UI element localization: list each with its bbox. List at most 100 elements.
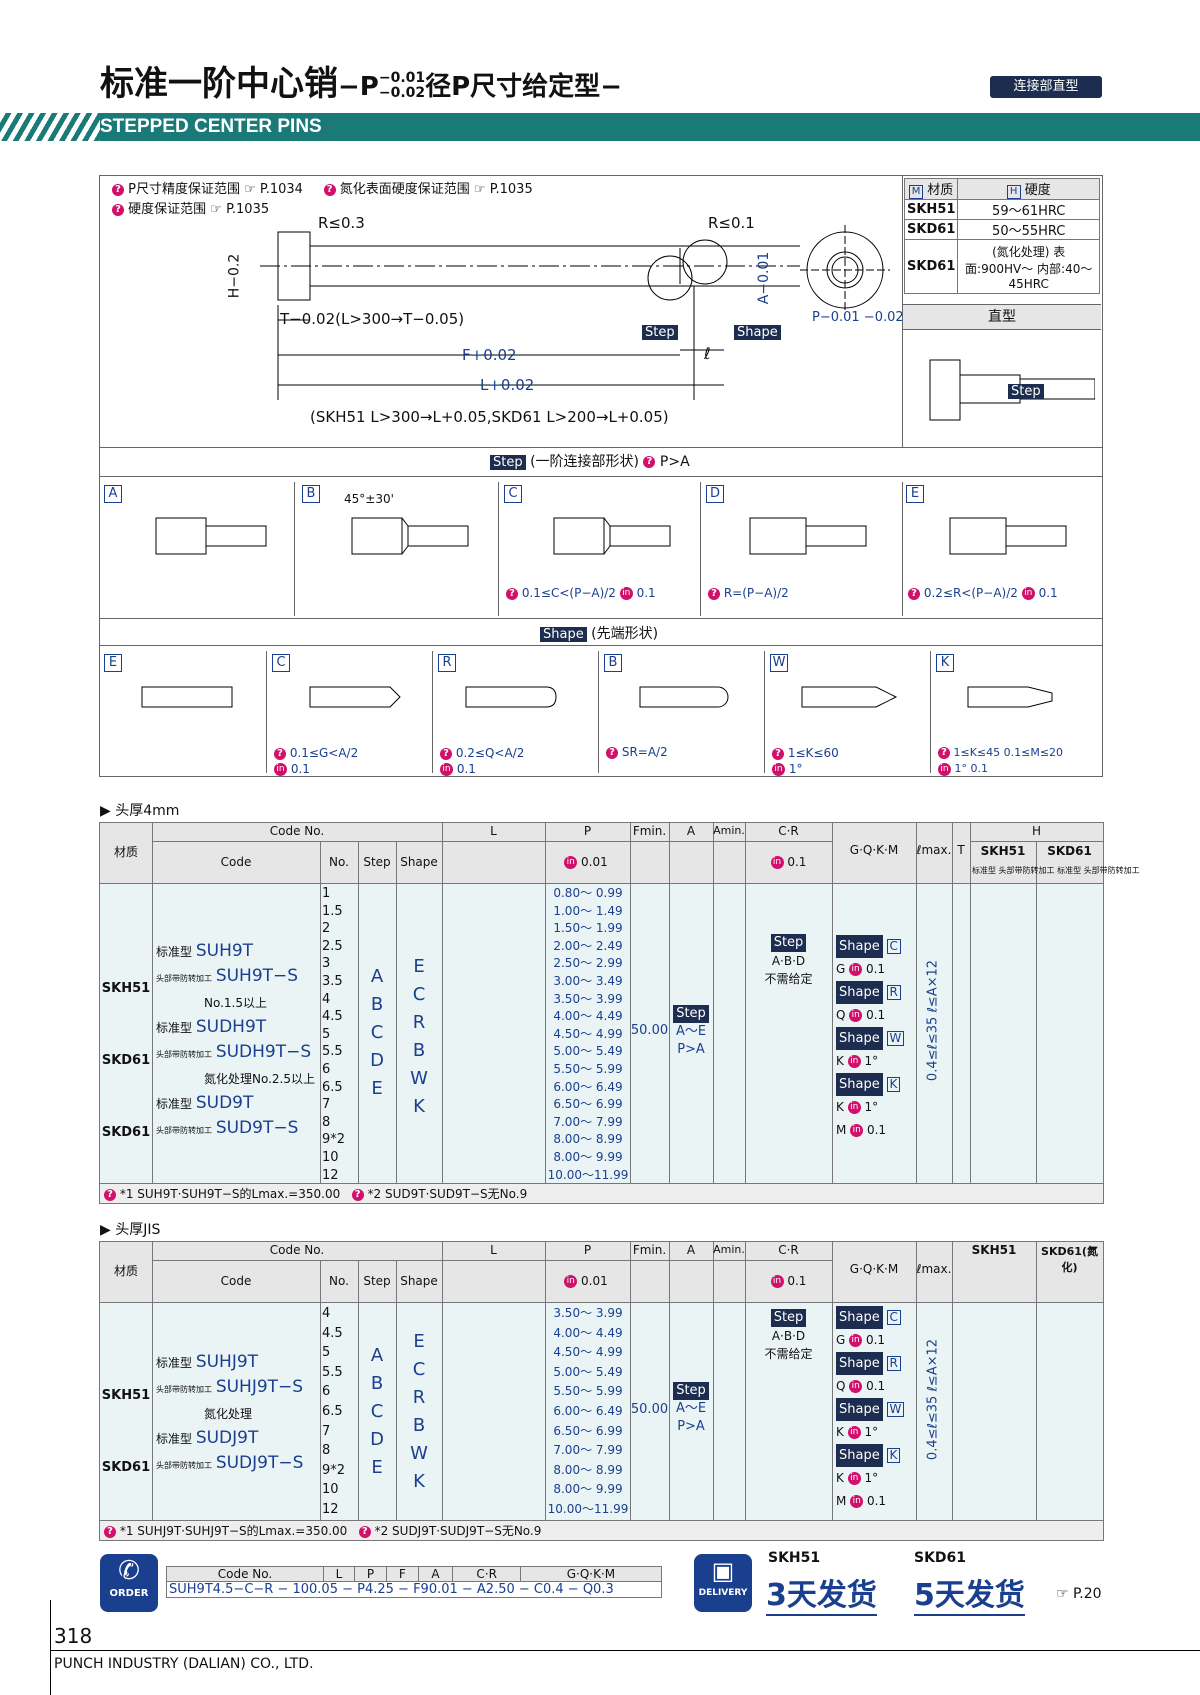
no-cell: 5.5 — [322, 1364, 343, 1380]
col-shape: Shape — [400, 855, 438, 869]
shape-tag: Shape — [836, 1073, 883, 1096]
delivery-badge: ▣ DELIVERY — [694, 1554, 752, 1612]
t-label: T−0.02(L>300→T−0.05) — [280, 310, 465, 328]
step-item-e: E ? 0.2≤R<(P−A)/2 in 0.1 — [906, 482, 1098, 616]
table1: 材质 Code No. Code No. Step Shape L P in 0… — [99, 822, 1140, 1204]
material-cell: SKD61 — [101, 1125, 151, 1140]
col-a: A — [686, 824, 696, 838]
footer-rule — [50, 1600, 51, 1695]
title-en: STEPPED CENTER PINS — [100, 116, 322, 137]
no-cell: 12 — [322, 1501, 339, 1517]
fmin-value: 50.00 — [630, 1023, 669, 1038]
a-step-range: A〜E — [675, 1024, 707, 1039]
pin-drawing — [260, 231, 800, 400]
code-name: SUDH9T — [195, 1017, 267, 1037]
shape-tag: Shape — [836, 1352, 883, 1375]
h-label: H−0.2 — [226, 253, 243, 299]
shape-tag: Shape — [836, 935, 883, 958]
shape-note: 1≤K≤60 — [787, 746, 839, 760]
step-tag-drawing: Step — [642, 321, 678, 340]
h-anti: 头部带防转加工 — [1083, 866, 1140, 875]
shape-section-label: (先端形状) — [591, 626, 659, 642]
footnote: *2 SUDJ9T·SUDJ9T−S无No.9 — [374, 1524, 542, 1538]
code-type: No.1.5以上 — [204, 996, 268, 1010]
mat-header: M 材质 — [903, 178, 959, 200]
col-lmax: ℓmax. — [916, 1262, 952, 1276]
shape-note: SR=A/2 — [621, 745, 668, 759]
no-cell: 7 — [322, 1423, 331, 1439]
col-step: Step — [363, 1274, 391, 1288]
order-badge: ✆ ORDER — [100, 1554, 158, 1612]
p-cell: 4.50〜 4.99 — [553, 1026, 623, 1041]
col-code-no: Code No. — [269, 1243, 325, 1257]
no-cell: 6 — [322, 1384, 331, 1400]
hard-cell: (氮化处理) 表面:900HV〜 内部:40〜45HRC — [957, 239, 1100, 294]
l-label: L+0.02 — [480, 376, 535, 394]
col-p: P — [583, 824, 592, 838]
code-name: SUH9T — [195, 941, 254, 961]
no-cell: 6.5 — [322, 1079, 343, 1095]
col-gqkm: G·Q·K·M — [849, 843, 899, 857]
col-material: 材质 — [113, 1264, 138, 1278]
p-cell: 2.50〜 2.99 — [553, 956, 623, 971]
p-cell: 6.50〜 6.99 — [553, 1097, 623, 1112]
p-cell: 3.50〜 3.99 — [553, 1306, 623, 1320]
code-type: 标准型 — [156, 1021, 193, 1035]
step-tag: Step — [770, 934, 807, 952]
order-header-cell: P — [353, 1566, 388, 1582]
no-cell: 4.5 — [322, 1009, 343, 1025]
shape-sub: 1° — [788, 762, 803, 776]
col-h-skh51: SKH51 — [971, 1243, 1017, 1257]
step-tag: Step — [642, 325, 678, 340]
order-label: ORDER — [109, 1588, 149, 1599]
col-fmin: Fmin. — [632, 824, 667, 838]
h-std: 标准型 — [972, 866, 996, 875]
p-cell: 4.00〜 4.49 — [553, 1325, 623, 1340]
table2: 材质 Code No. Code No. Step Shape L P in 0… — [99, 1241, 1104, 1541]
col-step: Step — [363, 855, 391, 869]
no-cell: 6 — [322, 1061, 331, 1077]
order-header-cell: C·R — [452, 1566, 521, 1582]
footnote: *2 SUD9T·SUD9T−S无No.9 — [367, 1187, 528, 1201]
step-item-c: C ? 0.1≤C<(P−A)/2 in 0.1 — [504, 482, 701, 616]
step-section-label: (一阶连接部形状) — [530, 454, 639, 470]
no-cell: 7 — [322, 1097, 331, 1113]
shape-sub: 0.1 — [456, 762, 476, 776]
step-sub: 0.1 — [1038, 586, 1058, 600]
p-cell: 10.00〜11.99 — [547, 1501, 629, 1516]
a-label: A−0.01 — [756, 251, 773, 305]
note-ref: P.1035 — [226, 202, 270, 217]
col-h: H — [1031, 824, 1042, 838]
hard-cell: 50〜55HRC — [957, 219, 1100, 240]
table1-footnotes: ? *1 SUH9T·SUH9T−S的Lmax.=350.00 ? *2 SUD… — [104, 1185, 527, 1202]
note-nitride: 氮化表面硬度保证范围 — [339, 182, 470, 197]
shape-item-e: E — [104, 651, 267, 773]
r-head-label: R≤0.3 — [318, 214, 365, 232]
shape-sub: 0.1 — [290, 762, 310, 776]
step-item-b: B 45°±30' — [302, 482, 499, 616]
hard-header: H 硬度 — [957, 178, 1100, 200]
no-cell: 1 — [322, 886, 331, 901]
shape-sub: 1° 0.1 — [954, 762, 989, 775]
delivery-5days: 5天发货 — [914, 1570, 1025, 1616]
shape-tag: Shape — [540, 627, 587, 642]
no-cell: 4.5 — [322, 1325, 343, 1341]
page-number: 318 — [54, 1624, 93, 1648]
pin-end-view — [800, 225, 890, 315]
col-lmax: ℓmax. — [916, 843, 952, 857]
p-cell: 4.00〜 4.49 — [553, 1009, 623, 1024]
code-type: 头部带防转加工 — [156, 1385, 212, 1394]
shape-tag: Shape — [734, 325, 781, 340]
no-cell: 2 — [322, 921, 331, 937]
title-bar — [0, 113, 1200, 141]
order-header-cell: G·Q·K·M — [519, 1566, 663, 1582]
col-fmin: Fmin. — [632, 1243, 667, 1257]
col-h-skd61: SKD61 — [1047, 844, 1092, 858]
shape-tag: Shape — [836, 1027, 883, 1050]
